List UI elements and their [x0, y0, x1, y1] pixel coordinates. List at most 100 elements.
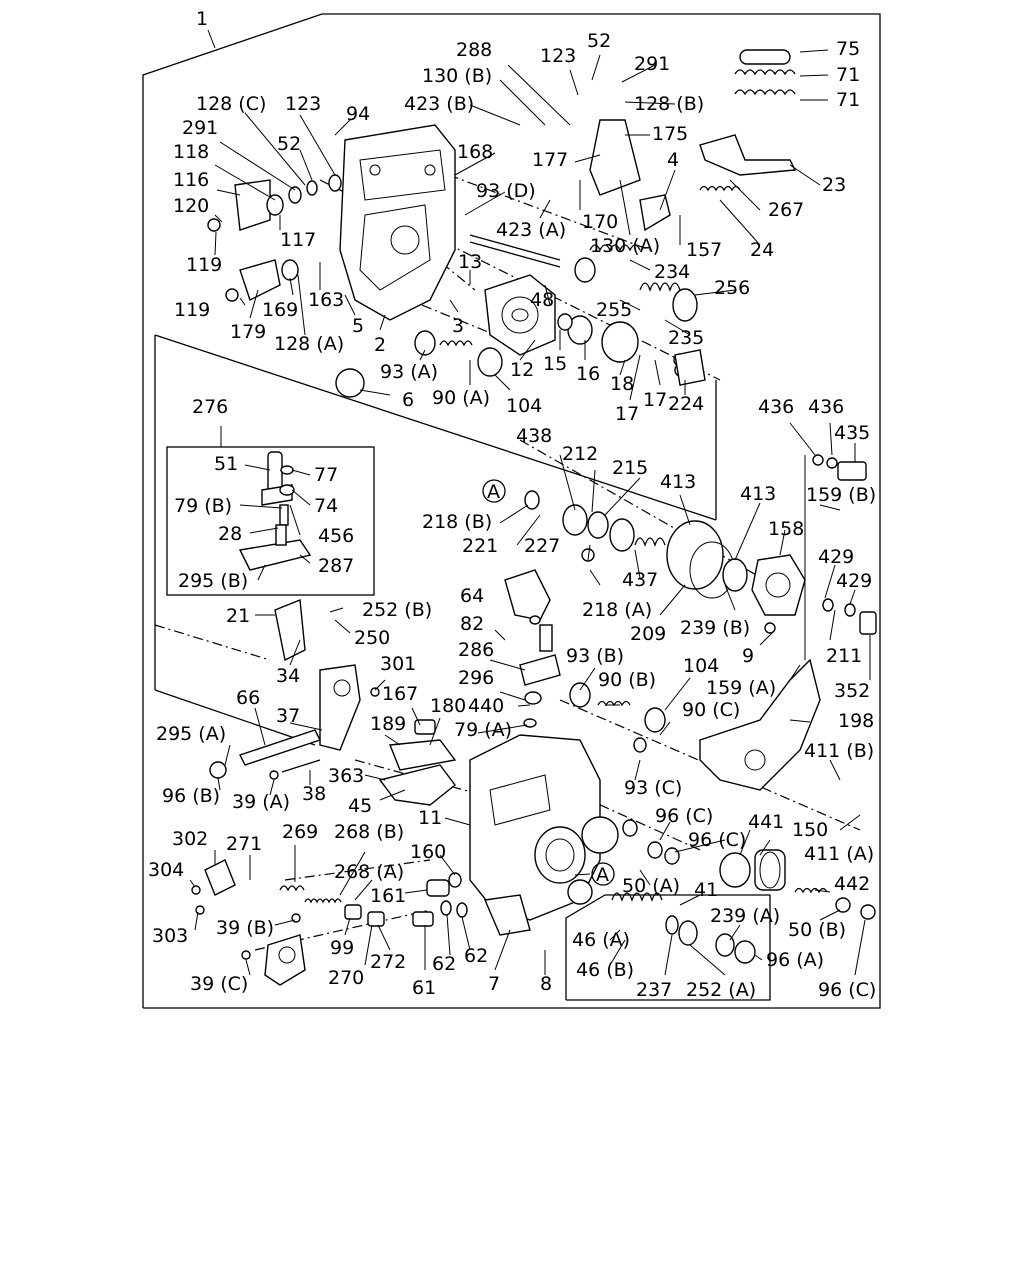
- governor-housing: [339, 124, 456, 321]
- label-18: 18: [610, 373, 634, 395]
- label-50-a: 50 (A): [622, 875, 680, 897]
- label-250: 250: [354, 627, 390, 649]
- label-117: 117: [280, 229, 316, 251]
- label-1: 1: [196, 8, 208, 30]
- label-71-b: 71: [836, 89, 860, 111]
- label-51: 51: [214, 453, 238, 475]
- label-118: 118: [173, 141, 209, 163]
- label-119-a: 119: [186, 254, 222, 276]
- label-130-b: 130 (B): [422, 65, 492, 87]
- label-180: 180: [430, 695, 466, 717]
- inset-box-46: [565, 892, 771, 1001]
- label-9: 9: [742, 645, 754, 667]
- label-296: 296: [458, 667, 494, 689]
- label-79-b: 79 (B): [174, 495, 232, 517]
- label-75: 75: [836, 38, 860, 60]
- label-234: 234: [654, 261, 690, 283]
- label-177: 177: [532, 149, 568, 171]
- label-15: 15: [543, 353, 567, 375]
- label-41: 41: [694, 879, 718, 901]
- label-295-b: 295 (B): [178, 570, 248, 592]
- label-175: 175: [652, 123, 688, 145]
- label-423-a: 423 (A): [496, 219, 566, 241]
- label-436-b: 436: [808, 396, 844, 418]
- label-93-d: 93 (D): [476, 180, 536, 202]
- label-438: 438: [516, 425, 552, 447]
- label-12: 12: [510, 359, 534, 381]
- label-441: 441: [748, 811, 784, 833]
- label-215: 215: [612, 457, 648, 479]
- label-218-b: 218 (B): [422, 511, 492, 533]
- label-52: 52: [587, 30, 611, 52]
- label-269: 269: [282, 821, 318, 843]
- label-119-b: 119: [174, 299, 210, 321]
- label-77: 77: [314, 464, 338, 486]
- label-7: 7: [488, 973, 500, 995]
- label-168: 168: [457, 141, 493, 163]
- label-a-marker-1: A: [487, 481, 500, 503]
- label-a-marker-2: A: [596, 864, 609, 886]
- label-440: 440: [468, 695, 504, 717]
- label-239-b: 239 (B): [680, 617, 750, 639]
- label-167: 167: [382, 683, 418, 705]
- label-413-b: 413: [740, 483, 776, 505]
- label-276: 276: [192, 396, 228, 418]
- label-303: 303: [152, 925, 188, 947]
- label-62-b: 62: [464, 945, 488, 967]
- label-437: 437: [622, 569, 658, 591]
- label-116: 116: [173, 169, 209, 191]
- label-159-b: 159 (B): [806, 484, 876, 506]
- label-93-c: 93 (C): [624, 777, 682, 799]
- label-411-a: 411 (A): [804, 843, 874, 865]
- label-120: 120: [173, 195, 209, 217]
- label-11: 11: [418, 807, 442, 829]
- flyweight-holder: [484, 274, 556, 356]
- label-39-c: 39 (C): [190, 973, 248, 995]
- upper-left-parts: [207, 174, 365, 398]
- label-302: 302: [172, 828, 208, 850]
- label-169: 169: [262, 299, 298, 321]
- bracket-198: [699, 658, 821, 791]
- label-96-c-1: 96 (C): [655, 805, 713, 827]
- label-66: 66: [236, 687, 260, 709]
- label-130-a: 130 (A): [590, 235, 660, 257]
- springs-top: [589, 49, 796, 292]
- lever-64: [504, 569, 561, 686]
- label-123: 123: [540, 45, 576, 67]
- label-158: 158: [768, 518, 804, 540]
- label-209: 209: [630, 623, 666, 645]
- cylinder-150: [719, 849, 876, 920]
- label-34: 34: [276, 665, 300, 687]
- label-93-a: 93 (A): [380, 361, 438, 383]
- label-24: 24: [750, 239, 774, 261]
- label-270: 270: [328, 967, 364, 989]
- reference-markers: [482, 479, 615, 886]
- label-94: 94: [346, 103, 370, 125]
- label-268-a: 268 (A): [334, 861, 404, 883]
- label-45: 45: [348, 795, 372, 817]
- label-295-a: 295 (A): [156, 723, 226, 745]
- label-304: 304: [148, 859, 184, 881]
- label-423-b: 423 (B): [404, 93, 474, 115]
- label-104: 104: [506, 395, 542, 417]
- label-52-b: 52: [277, 133, 301, 155]
- label-429-b: 429: [836, 570, 872, 592]
- label-38: 38: [302, 783, 326, 805]
- label-16: 16: [576, 363, 600, 385]
- label-71-a: 71: [836, 64, 860, 86]
- label-48: 48: [530, 289, 554, 311]
- label-268-b: 268 (B): [334, 821, 404, 843]
- label-287: 287: [318, 555, 354, 577]
- lower-housing: [469, 734, 619, 936]
- label-96-b: 96 (B): [162, 785, 220, 807]
- label-46-a: 46 (A): [572, 929, 630, 951]
- lever-assembly: [589, 119, 797, 232]
- label-442: 442: [834, 873, 870, 895]
- label-8: 8: [540, 973, 552, 995]
- label-413-a: 413: [660, 471, 696, 493]
- label-2: 2: [374, 334, 386, 356]
- label-218-a: 218 (A): [582, 599, 652, 621]
- label-21: 21: [226, 605, 250, 627]
- label-163: 163: [308, 289, 344, 311]
- label-96-a: 96 (A): [766, 949, 824, 971]
